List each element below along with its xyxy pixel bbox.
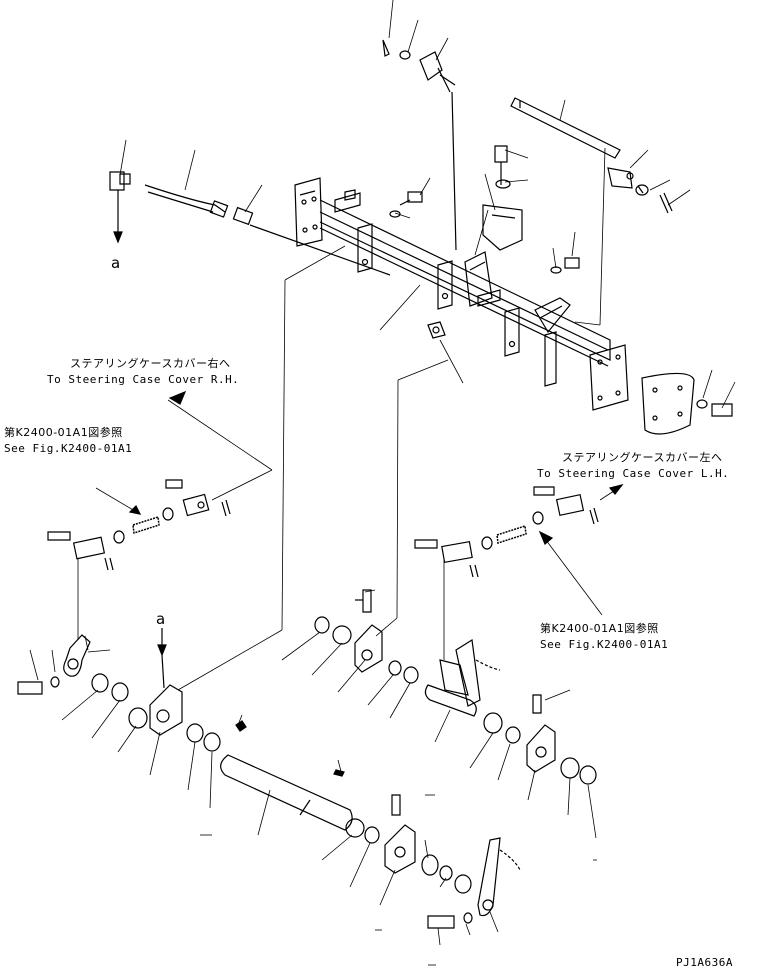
assembly-guide-lines: [178, 246, 448, 690]
left-bearing-group: [129, 628, 220, 751]
lower-leader-lines: [30, 590, 597, 965]
steering-rh-label-jp: ステアリングケースカバー右へ: [70, 357, 231, 370]
middle-bearing-group: [315, 590, 418, 683]
fig-ref-right-en: See Fig.K2400-01A1: [540, 638, 669, 651]
marker-a-left: a: [156, 610, 166, 628]
right-bearing-group: [527, 695, 596, 784]
main-cross-shaft: [221, 721, 379, 843]
fig-ref-left-en: See Fig.K2400-01A1: [4, 442, 133, 455]
marker-a-top: a: [111, 254, 121, 272]
fig-ref-left-jp: 第K2400-01A1図参照: [4, 426, 123, 439]
center-lever-assembly: [425, 640, 520, 743]
left-lever-arm: [18, 635, 128, 701]
upper-grease-fitting: [428, 322, 445, 338]
upper-leader-lines: [120, 0, 735, 408]
bottom-bearing-group: [385, 795, 520, 928]
grease-hose-assembly: [110, 172, 390, 275]
upper-bolts: [390, 146, 732, 416]
top-small-parts: [383, 40, 456, 250]
right-clevis-set: [415, 485, 622, 660]
left-clevis-set: [48, 392, 272, 640]
drawing-code: PJ1A636A: [676, 956, 733, 969]
steering-rh-label-en: To Steering Case Cover R.H.: [47, 373, 240, 386]
steering-lh-label-jp: ステアリングケースカバー左へ: [562, 451, 723, 464]
main-frame-assembly: [295, 178, 694, 434]
fig-ref-right-jp: 第K2400-01A1図参照: [540, 622, 659, 635]
steering-lh-label-en: To Steering Case Cover L.H.: [537, 467, 730, 480]
